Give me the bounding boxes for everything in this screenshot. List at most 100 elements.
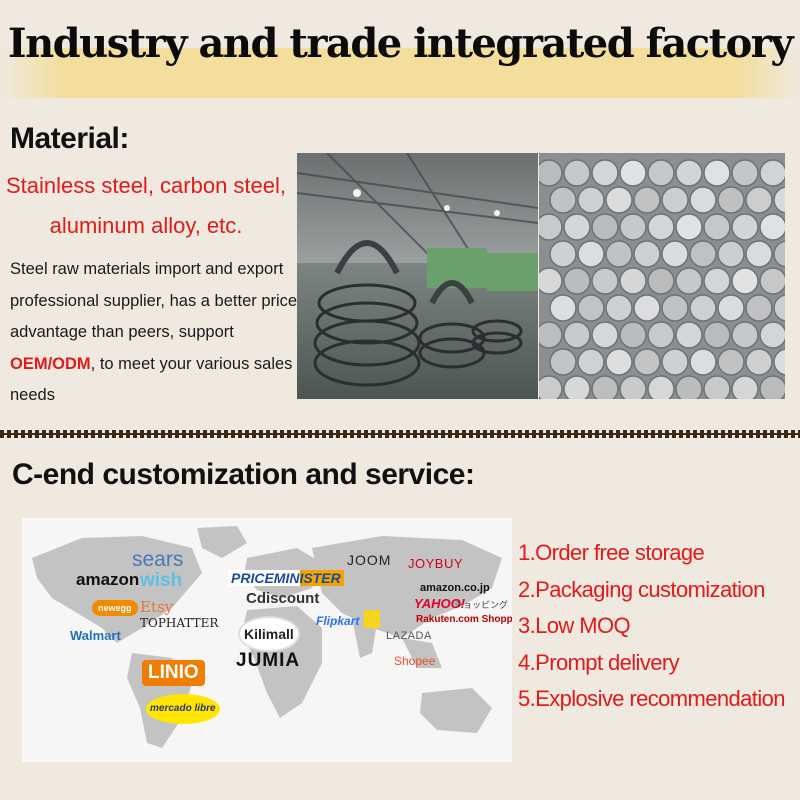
steel-bar-end — [717, 186, 745, 214]
steel-bar-end — [745, 348, 773, 376]
steel-bar-end — [717, 294, 745, 322]
joybuy-logo: JOYBUY — [408, 556, 464, 571]
steel-bar-end — [539, 159, 563, 187]
steel-bar-end — [619, 213, 647, 241]
steel-bar-end — [591, 375, 619, 399]
steel-bar-end — [731, 321, 759, 349]
steel-bar-end — [605, 294, 633, 322]
lazada-logo: LAZADA — [386, 630, 432, 642]
steel-bar-end — [619, 375, 647, 399]
service-item-packaging-customization: 2.Packaging customization — [518, 576, 765, 602]
service-heading: C-end customization and service: — [12, 458, 475, 491]
service-item-prompt-delivery: 4.Prompt delivery — [518, 649, 680, 675]
steel-bar-end — [563, 267, 591, 295]
flipkart-badge-icon — [364, 610, 380, 628]
steel-bar-end — [539, 213, 563, 241]
page-title: Industry and trade integrated factory — [7, 20, 794, 67]
steel-bar-end — [661, 348, 689, 376]
newegg-logo: newegg — [92, 600, 138, 616]
steel-bar-end — [619, 267, 647, 295]
steel-bar-end — [703, 267, 731, 295]
steel-bar-end — [773, 186, 785, 214]
steel-bar-end — [731, 267, 759, 295]
material-heading: Material: — [10, 122, 129, 155]
factory-wire-coil-photo — [297, 153, 538, 399]
steel-bar-end — [689, 294, 717, 322]
steel-bar-end — [549, 240, 577, 268]
sears-logo: sears — [132, 548, 184, 571]
yahoo-logo: YAHOO! — [414, 596, 466, 611]
steel-bar-end — [675, 321, 703, 349]
walmart-logo: Walmart — [70, 628, 121, 643]
priceminister-logo: PRICEMINISTER — [228, 570, 344, 586]
etsy-logo: Etsy — [140, 598, 174, 616]
section-divider — [0, 430, 800, 438]
steel-bar-end — [703, 213, 731, 241]
steel-bar-end — [661, 186, 689, 214]
steel-bar-end — [647, 159, 675, 187]
amazon-logo: amazon — [76, 570, 140, 589]
steel-bar-end — [605, 240, 633, 268]
steel-bar-end — [773, 294, 785, 322]
steel-bar-end — [591, 321, 619, 349]
steel-bar-end — [633, 186, 661, 214]
steel-bar-end — [703, 375, 731, 399]
steel-bar-end — [717, 240, 745, 268]
steel-bar-end — [591, 267, 619, 295]
description-text-end: , to meet your various sales needs — [10, 354, 293, 405]
steel-bar-end — [647, 213, 675, 241]
cdiscount-logo: Cdiscount — [246, 590, 320, 607]
steel-bar-end — [703, 159, 731, 187]
steel-bar-end — [689, 240, 717, 268]
description-text: Steel raw materials import and export pr… — [10, 260, 298, 341]
world-platform-map: sears wish amazon newegg Etsy TOPHATTER … — [22, 518, 512, 762]
tophatter-logo: TOPHATTER — [140, 616, 219, 630]
material-types-line-1: Stainless steel, carbon steel, — [5, 173, 287, 198]
steel-bar-end — [605, 186, 633, 214]
steel-bar-end — [619, 159, 647, 187]
steel-bar-end — [759, 159, 785, 187]
steel-bar-end — [745, 294, 773, 322]
steel-bar-end — [731, 159, 759, 187]
steel-bar-end — [773, 240, 785, 268]
steel-bar-end — [745, 186, 773, 214]
steel-bar-end — [773, 348, 785, 376]
material-types-line-2: aluminum alloy, etc. — [49, 213, 243, 238]
steel-bar-end — [563, 375, 591, 399]
steel-bar-end — [563, 213, 591, 241]
steel-bar-end — [647, 321, 675, 349]
rakuten-logo: Rakuten.com Shopping — [416, 614, 512, 625]
yahoo-shopping-label: ショッピング — [454, 600, 509, 610]
wire-coil-illustration — [297, 153, 538, 399]
linio-logo: LINIO — [142, 660, 205, 686]
steel-bar-end — [759, 375, 785, 399]
kilimall-logo: Kilimall — [240, 618, 298, 650]
steel-bar-end — [717, 348, 745, 376]
steel-bar-end — [591, 159, 619, 187]
steel-bar-end — [563, 159, 591, 187]
joom-logo: JOOM — [347, 552, 392, 568]
steel-bar-end — [675, 159, 703, 187]
steel-bar-end — [745, 240, 773, 268]
steel-bars-illustration — [539, 153, 785, 399]
steel-bar-end — [539, 321, 563, 349]
steel-bar-end — [675, 213, 703, 241]
steel-round-bars-photo — [539, 153, 785, 399]
service-list: 1.Order free storage 2.Packaging customi… — [518, 540, 785, 723]
steel-bar-end — [759, 267, 785, 295]
wish-logo: wish — [140, 570, 183, 591]
oem-odm-highlight: OEM/ODM — [10, 354, 91, 373]
steel-bar-end — [577, 186, 605, 214]
steel-bar-end — [633, 240, 661, 268]
steel-bar-end — [675, 267, 703, 295]
steel-bar-end — [647, 267, 675, 295]
steel-bar-end — [633, 348, 661, 376]
steel-bar-end — [549, 294, 577, 322]
steel-bar-end — [605, 348, 633, 376]
steel-bar-end — [689, 186, 717, 214]
steel-bar-end — [591, 213, 619, 241]
steel-bar-end — [539, 267, 563, 295]
steel-bar-end — [675, 375, 703, 399]
steel-bar-end — [633, 294, 661, 322]
amazon-jp-logo: amazon.co.jp — [420, 582, 490, 594]
